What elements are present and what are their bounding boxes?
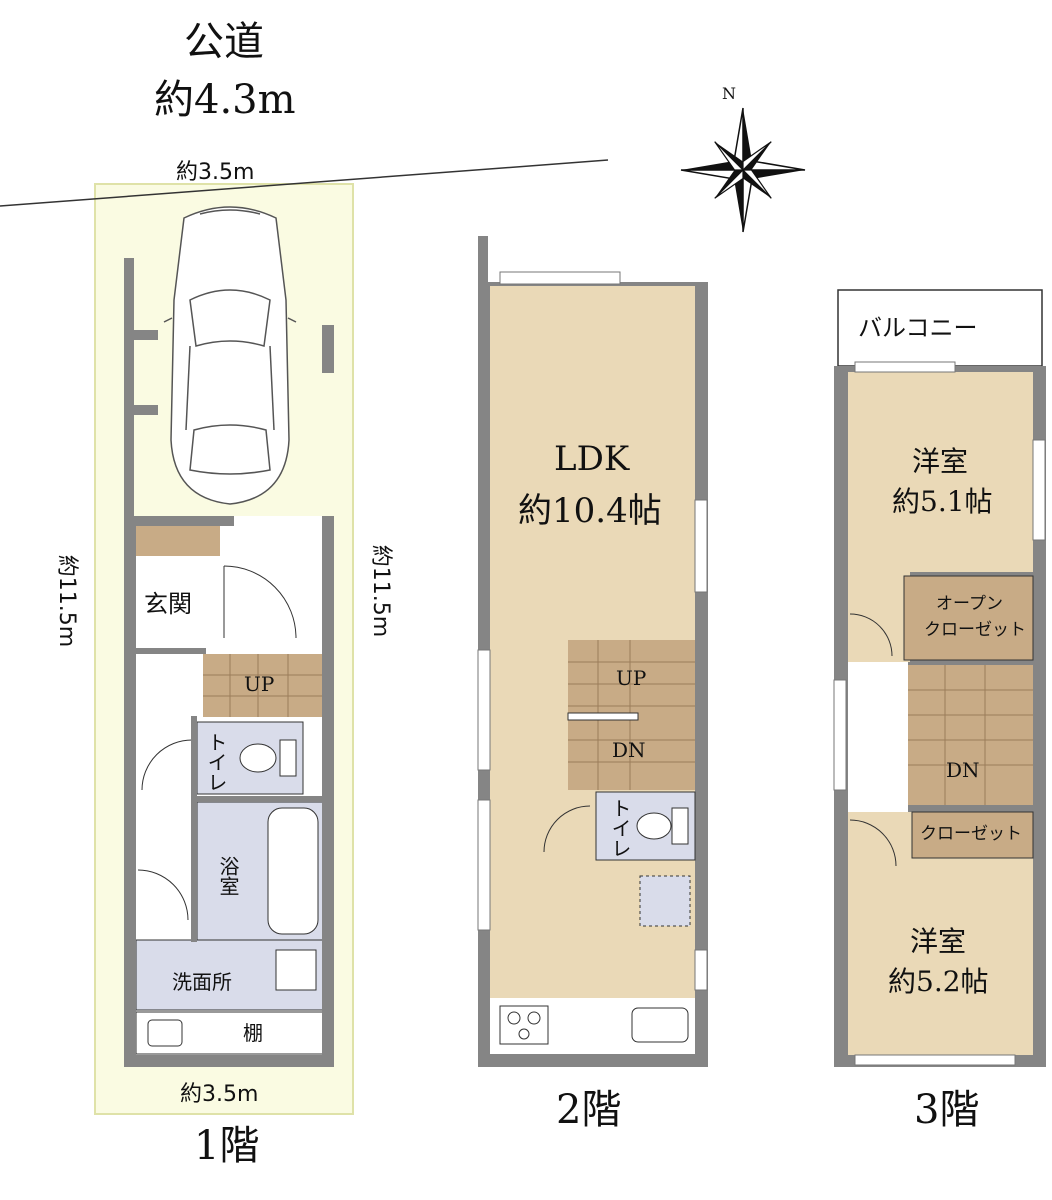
ldk-size: 約10.4帖 bbox=[518, 491, 662, 531]
door-swing bbox=[137, 869, 189, 921]
window bbox=[854, 1054, 1016, 1066]
window bbox=[499, 271, 621, 285]
door-swing bbox=[849, 819, 897, 867]
wall bbox=[322, 325, 334, 373]
closet-overlay bbox=[911, 811, 1034, 859]
stove-icon bbox=[499, 1005, 549, 1045]
wall bbox=[478, 236, 488, 286]
balcony bbox=[837, 289, 1043, 367]
door-swing bbox=[141, 739, 193, 791]
washroom-label: 洗面所 bbox=[172, 970, 232, 994]
floor1-plan bbox=[124, 258, 334, 1067]
washing-machine-icon bbox=[275, 949, 317, 991]
car-icon bbox=[163, 206, 297, 505]
compass-rose bbox=[680, 107, 806, 233]
floor2-toilet-label: トイレ bbox=[608, 798, 632, 858]
storage-box bbox=[639, 875, 691, 927]
floor1-up-label: UP bbox=[244, 672, 275, 696]
window bbox=[833, 679, 847, 791]
window bbox=[477, 799, 491, 931]
toilet-bowl-icon bbox=[239, 743, 277, 773]
toilet-tank-icon bbox=[279, 739, 297, 777]
window bbox=[694, 499, 708, 593]
room1 bbox=[848, 372, 1033, 572]
road-width: 約4.3m bbox=[154, 77, 296, 123]
wall bbox=[134, 330, 158, 340]
landing-rail bbox=[567, 712, 639, 721]
floor1-toilet-label: トイレ bbox=[204, 732, 228, 792]
floor1-caption: 1階 bbox=[194, 1123, 260, 1169]
window bbox=[854, 361, 956, 373]
open-closet-label-1: オープン bbox=[936, 594, 1003, 614]
room2-size: 約5.2帖 bbox=[888, 965, 989, 998]
sink-icon bbox=[631, 1007, 689, 1043]
floor2-plan bbox=[477, 236, 708, 1067]
floor1-dim-top: 約3.5m bbox=[176, 160, 255, 185]
stairs-floor3 bbox=[908, 665, 1033, 805]
road-label: 公道 bbox=[184, 19, 264, 65]
floor2-caption: 2階 bbox=[556, 1087, 622, 1133]
balcony-label: バルコニー bbox=[858, 314, 978, 342]
door-swing bbox=[849, 613, 893, 657]
door-swing bbox=[543, 805, 591, 853]
window bbox=[477, 649, 491, 771]
wall bbox=[134, 405, 158, 415]
shelf-label: 棚 bbox=[243, 1021, 263, 1045]
floor2-up-label: UP bbox=[616, 666, 647, 690]
wall bbox=[124, 258, 134, 516]
floor1-dim-bottom: 約3.5m bbox=[180, 1082, 259, 1107]
sink-icon bbox=[147, 1019, 183, 1047]
room1-lower bbox=[848, 572, 910, 662]
genkan-label: 玄関 bbox=[144, 590, 192, 618]
bath-label: 浴室 bbox=[216, 856, 240, 896]
open-closet-label-2: クローゼット bbox=[924, 620, 1026, 640]
room1-name: 洋室 bbox=[912, 445, 969, 478]
toilet-tank-icon bbox=[671, 807, 689, 845]
floor3-plan bbox=[833, 289, 1046, 1067]
toilet-bowl-icon bbox=[636, 812, 672, 840]
stairs-floor1 bbox=[203, 654, 323, 717]
hall bbox=[848, 662, 908, 812]
bathtub-icon bbox=[267, 807, 319, 935]
floor3-caption: 3階 bbox=[914, 1087, 980, 1133]
floor3-dn-label: DN bbox=[946, 758, 980, 782]
floor1-dim-right: 約11.5m bbox=[368, 544, 394, 638]
ldk-name: LDK bbox=[554, 439, 630, 479]
window bbox=[1032, 439, 1046, 541]
room1-size: 約5.1帖 bbox=[892, 485, 993, 518]
closet-label: クローゼット bbox=[920, 824, 1022, 844]
road-edge-line bbox=[0, 159, 609, 207]
floor2-dn-label: DN bbox=[612, 738, 646, 762]
window bbox=[694, 949, 708, 991]
door-swing bbox=[223, 565, 297, 639]
floor1-dim-left: 約11.5m bbox=[54, 554, 80, 648]
open-closet bbox=[903, 575, 1034, 661]
compass-north-label: N bbox=[722, 84, 736, 103]
room2-name: 洋室 bbox=[910, 925, 967, 958]
genkan-step bbox=[136, 526, 220, 556]
